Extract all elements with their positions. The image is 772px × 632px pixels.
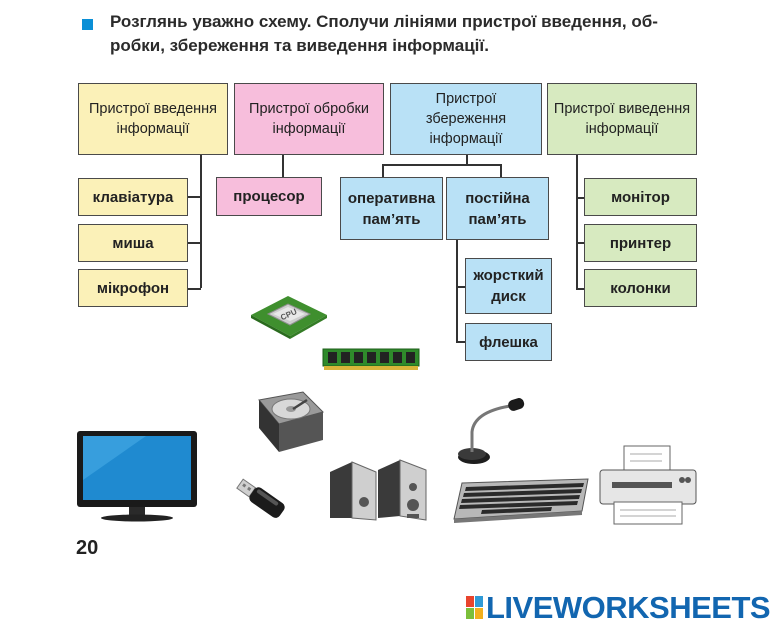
storage-sub-h2	[456, 341, 466, 343]
usb-flash-drive-icon[interactable]	[232, 477, 290, 521]
speakers-icon[interactable]	[326, 458, 430, 522]
storage-hdd-label-2: диск	[491, 288, 526, 305]
storage-sub-h1	[456, 286, 466, 288]
category-input-label-2: інформації	[116, 121, 190, 137]
cpu-icon[interactable]: CPU	[248, 293, 330, 339]
keyboard-icon[interactable]	[452, 477, 592, 525]
category-processing-devices: Пристрої обробки інформації	[234, 83, 384, 155]
category-input-label-1: Пристрої введення	[88, 101, 218, 117]
microphone-icon[interactable]	[452, 394, 528, 468]
input-connector-h2	[188, 242, 201, 244]
input-item-microphone: мікрофон	[78, 269, 188, 307]
ram-module-icon[interactable]	[322, 347, 420, 371]
process-connector	[282, 155, 284, 177]
input-connector-vertical	[200, 155, 202, 288]
input-item-mouse: миша	[78, 224, 188, 262]
storage-connector-right	[500, 164, 502, 177]
instruction-line-1: Розглянь уважно схему. Сполучи лініями п…	[110, 12, 658, 31]
category-output-label-2: інформації	[585, 121, 659, 137]
storage-item-hard-disk: жорсткий диск	[465, 258, 552, 314]
storage-ram-label-1: оперативна	[347, 189, 436, 207]
liveworksheets-logo-icon	[466, 596, 484, 620]
bullet-square-icon	[82, 19, 93, 30]
category-output-devices: Пристрої виведення інформації	[547, 83, 697, 155]
storage-connector-left	[382, 164, 384, 177]
category-storage-label-2: інформації	[429, 131, 503, 147]
output-item-monitor: монітор	[584, 178, 697, 216]
input-connector-h3	[188, 288, 201, 290]
output-item-speakers: колонки	[584, 269, 697, 307]
storage-connector-bar	[382, 164, 501, 166]
printer-icon[interactable]	[598, 444, 698, 526]
hard-disk-icon[interactable]	[255, 390, 325, 456]
process-item-cpu: процесор	[216, 177, 322, 216]
output-connector-h3	[576, 288, 584, 290]
instruction-line-2: робки, збереження та виведення інформаці…	[110, 36, 489, 55]
storage-perm-label-1: постійна	[465, 189, 530, 207]
category-process-label-1: Пристрої обробки	[249, 101, 369, 117]
input-item-keyboard: клавіатура	[78, 178, 188, 216]
storage-item-flash: флешка	[465, 323, 552, 361]
output-connector-h2	[576, 242, 584, 244]
monitor-icon[interactable]	[76, 430, 200, 522]
brand-watermark: LIVEWORKSHEETS	[486, 590, 771, 625]
storage-sub-connector	[456, 240, 458, 342]
output-connector-vertical	[576, 155, 578, 289]
instruction-text: Розглянь уважно схему. Сполучи лініями п…	[110, 10, 750, 58]
category-input-devices: Пристрої введення інформації	[78, 83, 228, 155]
category-storage-devices: Пристрої збереження інформації	[390, 83, 542, 155]
input-connector-h1	[188, 196, 201, 198]
category-process-label-2: інформації	[272, 121, 346, 137]
category-storage-label-1: Пристрої збереження	[425, 91, 507, 127]
storage-ram-label-2: пам’ять	[362, 210, 421, 228]
storage-item-ram: оперативна пам’ять	[340, 177, 443, 240]
storage-connector-stem	[466, 155, 468, 165]
storage-hdd-label-1: жорсткий	[473, 267, 544, 284]
output-item-printer: принтер	[584, 224, 697, 262]
page-number: 20	[76, 537, 99, 559]
category-output-label-1: Пристрої виведення	[553, 101, 691, 117]
output-connector-h1	[576, 197, 584, 199]
storage-item-permanent: постійна пам’ять	[446, 177, 549, 240]
storage-perm-label-2: пам’ять	[468, 210, 527, 228]
